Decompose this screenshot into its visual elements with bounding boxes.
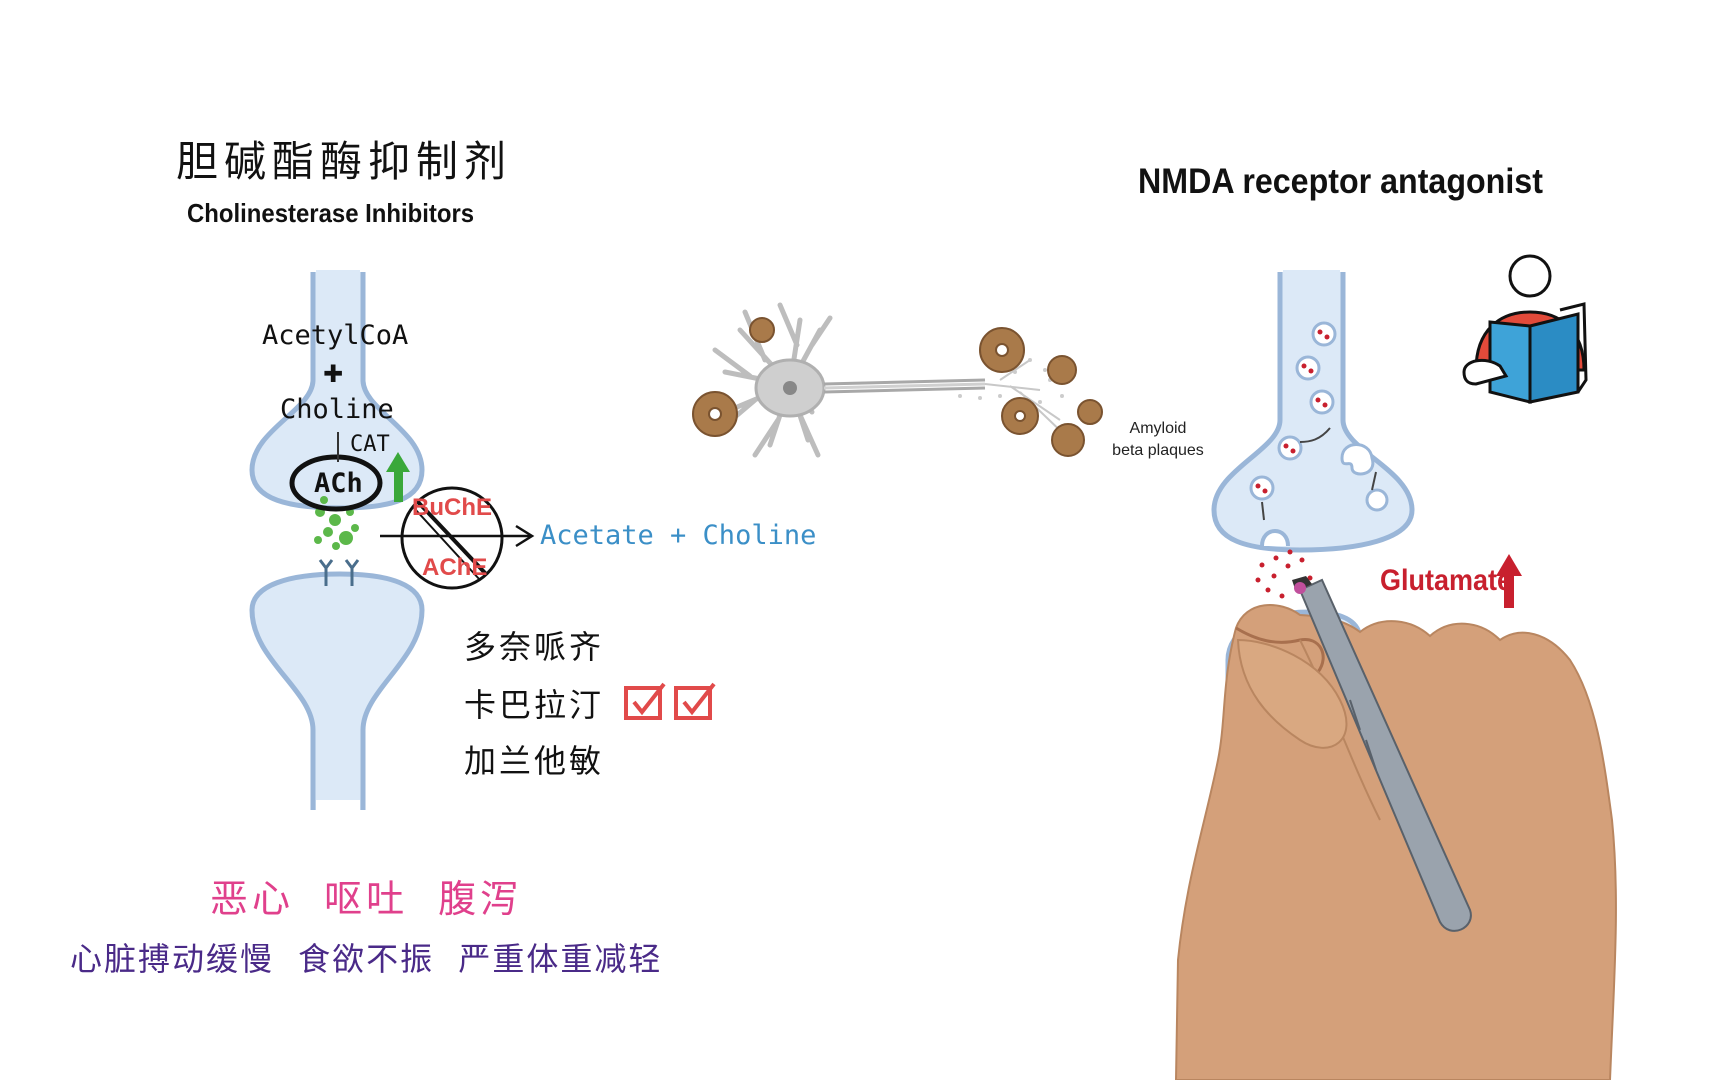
label-cat: CAT [350,432,390,457]
person-reading-icon [1462,254,1588,404]
neuron-illustration [712,302,1071,458]
drawing-hand [1174,576,1617,1080]
label-ache: AChE [422,554,488,581]
label-products: Acetate + Choline [540,520,817,551]
title-nmda: NMDA receptor antagonist [1138,162,1543,201]
title-english: Cholinesterase Inhibitors [187,198,475,228]
receptor-icons [318,559,360,586]
label-glutamate: Glutamate [1380,564,1513,597]
side-effects-systemic: 心脏搏动缓慢 食欲不振 严重体重减轻 [70,940,663,978]
drug-donepezil: 多奈哌齐 [464,628,605,666]
label-buche: BuChE [412,494,492,521]
increase-arrow-red [1496,554,1522,608]
drug-galantamine: 加兰他敏 [464,742,605,780]
amyloid-label-line2: beta plaques [1112,442,1204,459]
drug-rivastigmine: 卡巴拉汀 [464,686,605,724]
enzyme-inhibition-sign [400,486,504,590]
checkbox-icons [624,682,716,720]
side-effects-gi: 恶心 呕吐 腹泻 [210,877,523,921]
increase-arrow-green [386,452,410,502]
ach-circle [289,454,383,512]
synaptic-vesicles [1249,321,1389,512]
postsynaptic-terminal [249,571,425,812]
title-chinese: 胆碱酯酶抑制剂 [176,137,513,186]
plus-icon: ✚ [323,360,344,388]
amyloid-label-line1: Amyloid [1129,420,1187,437]
amyloid-plaques [692,317,1103,457]
label-ach: ACh [314,468,363,499]
label-choline: Choline [280,394,394,425]
vesicle-dots [1255,329,1330,494]
label-acetylcoa: AcetylCoA [262,320,409,351]
amyloid-label: Amyloid beta plaques [1098,418,1218,462]
products-arrow [380,524,535,548]
vesicle-arrows [1261,427,1377,521]
